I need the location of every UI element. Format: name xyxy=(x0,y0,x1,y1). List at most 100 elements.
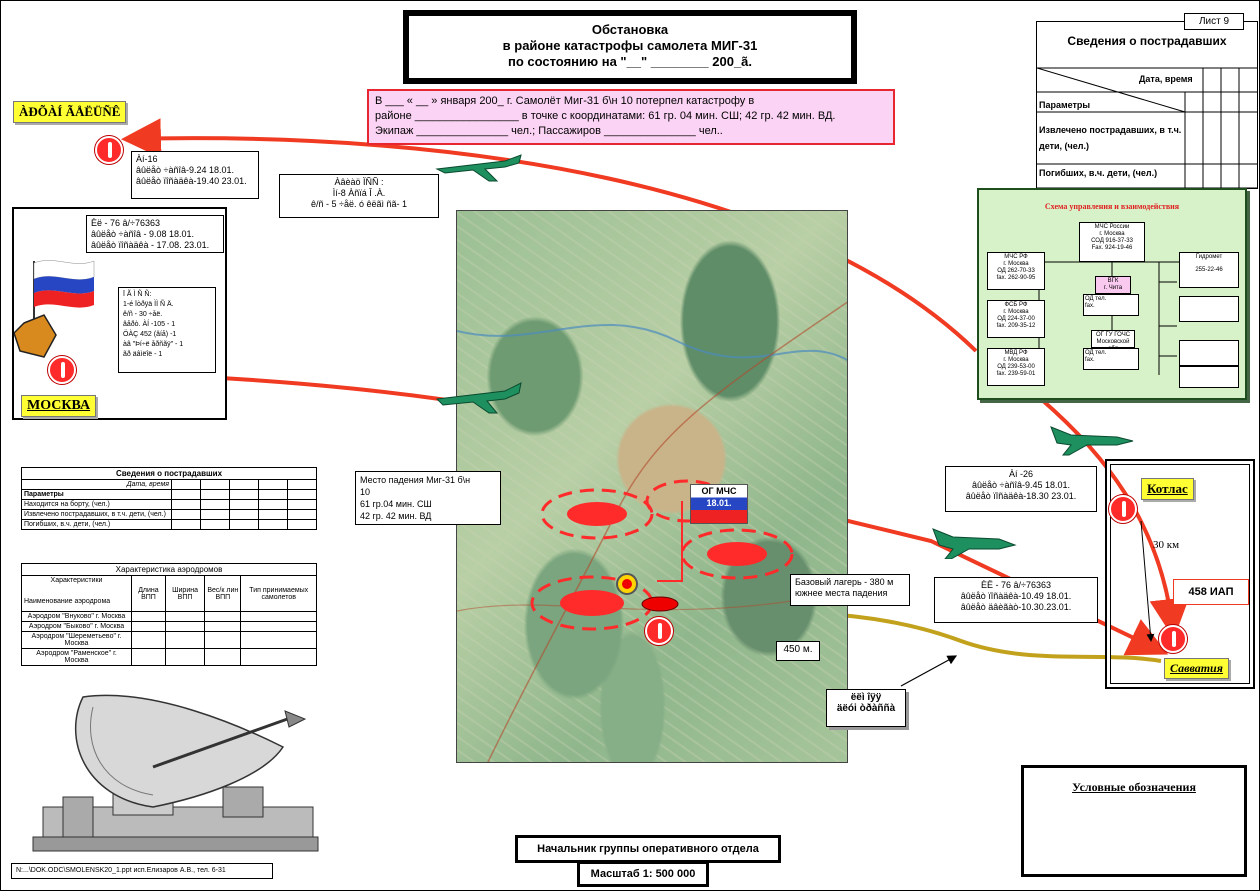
radar-dish-icon xyxy=(32,694,319,852)
base-camp-line-2: южнее места падения xyxy=(795,588,888,598)
base-camp-line-1: Базовый лагерь - 380 м xyxy=(795,577,894,587)
forces-line-2: 1-é îòðÿä ÌÌ Ñ Ä. xyxy=(123,301,174,308)
scheme-l2-l1: ФСБ РФ xyxy=(1004,302,1028,308)
scheme-title: Схема управления и взаимодействия xyxy=(1044,202,1180,211)
mchs-flag-date: 18.01. xyxy=(706,498,732,508)
airport-row-bykovo: Аэродром "Быково" г. Москва xyxy=(21,621,132,632)
scheme-l1-l2: г. Москва xyxy=(1003,261,1029,267)
an26-line-2: âûëåò ÷àñîâ-9.45 18.01. xyxy=(971,480,1071,490)
base-camp-box: Базовый лагерь - 380 м южнее места паден… xyxy=(790,574,910,606)
topographic-map: ОГ МЧС 18.01. xyxy=(456,210,848,763)
crash-line-1: Место падения Миг-31 б\н xyxy=(360,475,471,485)
crash-line-2: 10 xyxy=(360,487,371,497)
moscow-flight-box: Èë - 76 â/÷76363 âûëåò ÷àñîâ - 9.08 18.0… xyxy=(86,215,224,253)
airports-corner-bottom: Наименование аэродрома xyxy=(24,598,111,605)
airfield-marker-kotlas xyxy=(1109,495,1137,523)
victims-row-dead: Погибших, в.ч. дети, (чел.) xyxy=(1039,168,1158,178)
scheme-m1c-l2: fax. xyxy=(1085,303,1095,309)
distance-450-box: 450 м. xyxy=(776,641,820,661)
airports-table-grid: Характеристика аэродромов Характеристики… xyxy=(21,563,317,666)
flight-box-il76: ÈË - 76 â/÷76363 âûëåò ïîñàäêà-10.49 18.… xyxy=(934,577,1098,623)
victims-left-title: Сведения о пострадавших xyxy=(21,467,317,480)
airports-col-width: Ширина ВПП xyxy=(164,575,206,612)
incident-info-box: В ___ « __ » января 200_ г. Самолёт Миг-… xyxy=(367,89,895,145)
scheme-box-gu-gochs: ОГ ГУ ГОЧС Московской обл xyxy=(1091,330,1135,352)
route-label-box: ëëì îÿÿ äëói òðàññà xyxy=(826,689,906,727)
victims-row-extracted: Извлечено пострадавших, в т.ч. дети, (че… xyxy=(1039,125,1182,151)
airport-row-vnukovo: Аэродром "Внуково" г. Москва xyxy=(21,611,132,622)
scheme-m2-l1: ОГ ГУ ГОЧС xyxy=(1095,332,1131,338)
chief-signature-box: Начальник группы оперативного отдела xyxy=(515,835,781,863)
victims-left-aboard: Находится на борту, (чел.) xyxy=(21,499,172,510)
aviation-sar-line-3: ê/ñ - 5 ÷åë. ó êëãì ñã- 1 xyxy=(310,199,407,209)
moscow-forces-box: Ï Ã Ì Ñ Ñ: 1-é îòðÿä ÌÌ Ñ Ä. ê/ñ - 30 ÷å… xyxy=(118,287,216,373)
scheme-top-l1: МЧС России xyxy=(1094,224,1130,230)
moscow-panel: Èë - 76 â/÷76363 âûëåò ÷àñîâ - 9.08 18.0… xyxy=(12,207,227,420)
victims-left-params: Параметры xyxy=(21,489,172,500)
airfield-marker-moscow xyxy=(48,356,76,384)
scheme-top-l3: СОД 916-37-33 xyxy=(1091,238,1133,244)
route-label-line-1: ëëì îÿÿ xyxy=(850,692,882,703)
scheme-top-l4: Fax. 924-19-46 xyxy=(1091,245,1133,251)
il76-line-3: âûëåò äâèãàò-10.30.23.01. xyxy=(960,602,1072,612)
route-label-line-2: äëói òðàññà xyxy=(836,703,896,714)
title-line-1: Обстановка xyxy=(591,22,669,37)
victims-table-left-grid: Сведения о пострадавших Дата, время Пара… xyxy=(21,467,317,530)
forces-line-7: ãð äâìëîë - 1 xyxy=(123,351,163,358)
scheme-box-gochs-contacts: ОД тел. fax. xyxy=(1083,348,1139,370)
info-line-1: В ___ « __ » января 200_ г. Самолёт Миг-… xyxy=(375,95,755,107)
victims-left-date: Дата, время xyxy=(21,479,172,490)
legend-title: Условные обозначения xyxy=(1072,780,1196,794)
il76-line-2: âûëåò ïîñàäêà-10.49 18.01. xyxy=(960,591,1072,601)
legend-box: Условные обозначения xyxy=(1021,765,1247,877)
airport-row-ramenskoe: Аэродром "Раменское" г. Москва xyxy=(21,648,132,666)
an26-line-3: âûëåò ïîñàäêà-18.30 23.01. xyxy=(965,491,1077,501)
scheme-top-l2: г. Москва xyxy=(1099,231,1125,237)
victims-table-right-date: Дата, время xyxy=(1139,74,1193,84)
scheme-r1-l1: Гидромет xyxy=(1195,254,1223,260)
airports-title: Характеристика аэродромов xyxy=(21,563,317,576)
scheme-box-vgk-contacts: ОД тел. fax. xyxy=(1083,294,1139,316)
airport-row-sheremetyevo: Аэродром "Шереметьево" г. Москва xyxy=(21,631,132,649)
an26-line-1: Àí -26 xyxy=(1008,469,1033,479)
an16-line-2: âûëåò ÷àñîâ-9.24 18.01. xyxy=(136,165,235,175)
airplane-icon xyxy=(932,528,1017,559)
victims-table-right-title: Сведения о пострадавших xyxy=(1067,34,1227,48)
iap-box: 458 ИАП xyxy=(1173,579,1249,605)
airplane-icon xyxy=(435,382,522,414)
scheme-l3-l3: ОД 239-53-00 xyxy=(997,364,1035,370)
forces-line-4: âåðò. ÀÍ -105 - 1 xyxy=(123,321,176,328)
moscow-flight-line-1: Èë - 76 â/÷76363 xyxy=(91,218,160,228)
distance-30km: 30 км xyxy=(1153,539,1180,551)
flight-box-an16: Àí-16 âûëåò ÷àñîâ-9.24 18.01. âûëåò ïîñà… xyxy=(131,151,259,199)
flag-emblem-icon xyxy=(14,260,95,358)
airfield-marker-top-left xyxy=(95,136,123,164)
scheme-box-hydromet: Гидромет 255-22-46 xyxy=(1179,252,1239,288)
file-path: N:...\DOK.ODC\SMOLENSK20_1.ppt исп.Елиза… xyxy=(11,863,273,879)
victims-row-params: Параметры xyxy=(1039,100,1091,110)
scheme-l1-l1: МЧС РФ xyxy=(1004,254,1028,260)
aviation-sar-line-2: Ìí-8 Àñïá Î .À. xyxy=(332,188,386,198)
airplane-icon xyxy=(435,154,522,182)
victims-left-extracted: Извлечено пострадавших, в т.ч. дети, (че… xyxy=(21,509,172,520)
crash-site-box: Место падения Миг-31 б\н 10 61 гр.04 мин… xyxy=(355,471,501,525)
scheme-l3-l1: МВД РФ xyxy=(1004,350,1028,356)
moscow-flight-line-3: âûëåò ïîñàäêà - 17.08. 23.01. xyxy=(91,240,210,250)
crash-line-3: 61 гр.04 мин. СШ xyxy=(360,499,432,509)
scheme-m2c-l1: ОД тел. xyxy=(1085,350,1107,356)
flight-box-an26: Àí -26 âûëåò ÷àñîâ-9.45 18.01. âûëåò ïîñ… xyxy=(945,466,1097,512)
scheme-m1-l2: г. Чита xyxy=(1103,285,1123,291)
route-kotlas xyxy=(1039,397,1190,639)
title-line-3: по состоянию на "__" ________ 200_ã. xyxy=(507,54,753,69)
mchs-flag-label: ОГ МЧС xyxy=(701,486,737,496)
scheme-box-empty-2 xyxy=(1179,340,1239,366)
forces-line-1: Ï Ã Ì Ñ Ñ: xyxy=(123,291,152,298)
scheme-box-mchs-rf: МЧС РФ г. Москва ОД 262-70-33 fax. 262-9… xyxy=(987,252,1045,290)
kotlas-panel xyxy=(1105,459,1255,689)
scheme-box-mchs-russia: МЧС России г. Москва СОД 916-37-33 Fax. … xyxy=(1079,222,1145,262)
il76-line-1: ÈË - 76 â/÷76363 xyxy=(981,580,1051,590)
forces-line-6: àâ "Þí÷ë åðñãÿ" - 1 xyxy=(123,341,184,348)
crash-line-4: 42 гр. 42 мин. ВД xyxy=(360,511,432,521)
airports-col-length: Длина ВПП xyxy=(131,575,166,612)
